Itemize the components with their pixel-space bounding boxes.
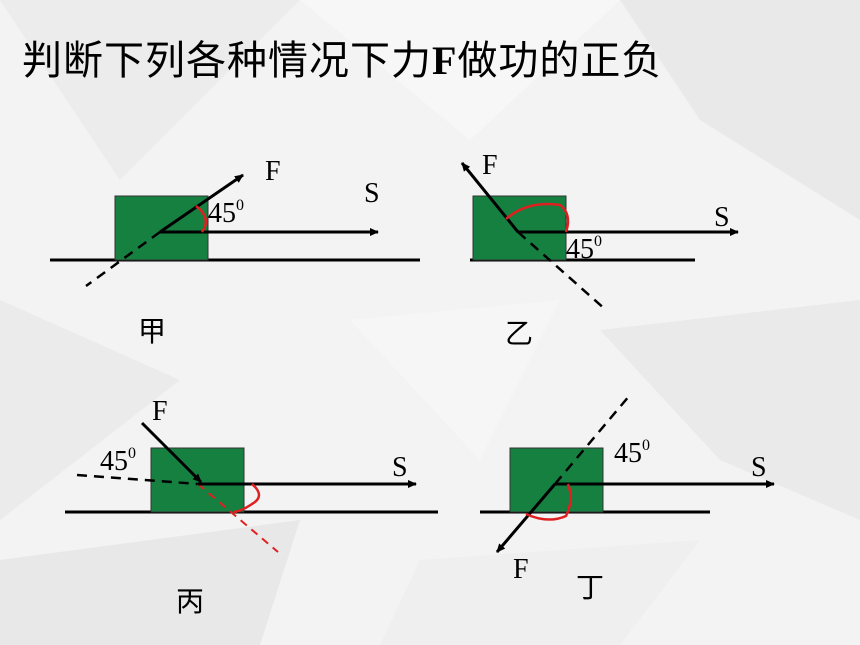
angle-arc (195, 205, 208, 233)
diagram-bing (65, 421, 438, 553)
force-extension-dashed-line (85, 230, 161, 288)
angle-arc (525, 483, 572, 521)
block (472, 195, 567, 261)
force-label: F (152, 396, 168, 427)
force-extension-dashed-line (517, 231, 607, 311)
force-label: F (482, 150, 498, 181)
force-arrow (495, 483, 557, 553)
force-arrow (460, 162, 520, 233)
diagram-jia (50, 173, 420, 288)
angle-label: 450 (614, 436, 650, 469)
caption: 丁 (576, 571, 605, 604)
force-label: F (513, 554, 529, 585)
angle-label: 450 (566, 232, 602, 265)
displacement-label: S (392, 452, 408, 483)
angle-label: 450 (208, 196, 244, 229)
block (114, 195, 209, 261)
caption: 甲 (138, 315, 167, 348)
reference-dashed-line (76, 473, 199, 486)
angle-arc (232, 483, 261, 514)
displacement-label: S (714, 202, 730, 233)
force-extension-dashed-line (197, 483, 279, 553)
displacement-label: S (364, 178, 380, 209)
caption: 乙 (505, 317, 534, 350)
angle-arc (505, 202, 570, 233)
force-extension-dashed-line (554, 394, 631, 485)
block (509, 447, 604, 513)
caption: 丙 (176, 585, 205, 618)
force-arrow (159, 173, 244, 234)
angle-label: 450 (100, 444, 136, 477)
slide-title: 判断下列各种情况下力F做功的正负 (22, 38, 663, 84)
diagram-yi (460, 162, 739, 311)
force-label: F (265, 156, 281, 187)
diagram-ding (480, 394, 775, 553)
force-arrow (140, 421, 203, 484)
displacement-label: S (751, 452, 767, 483)
